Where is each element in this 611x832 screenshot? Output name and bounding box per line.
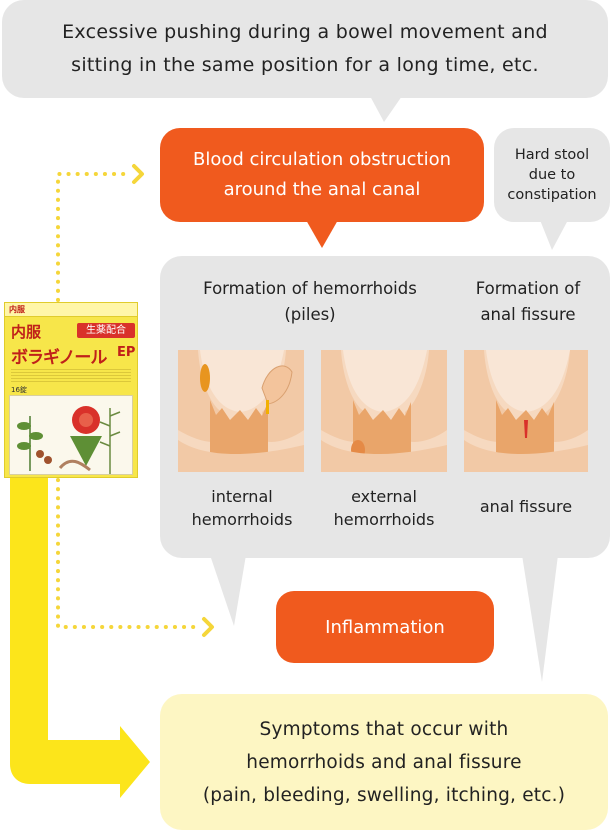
dotted-arrowhead-inflammation [202,617,214,637]
product-badge: 生薬配合 [77,323,135,338]
blood-circulation-box: Blood circulation obstruction around the… [160,128,484,222]
product-name-top: 内服 [11,323,42,341]
dotted-arrowhead-blood [132,164,144,184]
formation-hemorrhoids-title: Formation of hemorrhoids (piles) [203,279,417,324]
product-top-strip: 内服 [5,303,137,317]
herbs-illustration [17,406,121,474]
product-name-suffix: EP [117,345,136,360]
label-external-hemorrhoids: external hemorrhoids [333,487,435,529]
label-internal-hemorrhoids: internal hemorrhoids [191,487,293,529]
product-illustration-panel [9,395,133,475]
product-name-main: ボラギノール [11,348,107,368]
dotted-arrow-to-blood [56,172,132,302]
product-count: 16錠 [11,386,27,394]
inflammation-box: Inflammation [276,591,494,663]
product-fine-print [11,369,131,383]
label-anal-fissure: anal fissure [479,496,573,516]
hard-stool-box: Hard stool due to constipation [494,128,610,222]
big-yellow-arrow [10,470,150,798]
cause-bubble: Excessive pushing during a bowel movemen… [2,0,608,98]
formation-fissure-title: Formation of anal fissure [475,279,581,324]
product-box-image: 内服 内服 生薬配合 ボラギノール EP 16錠 [4,302,138,478]
symptoms-box: Symptoms that occur with hemorrhoids and… [160,694,608,830]
